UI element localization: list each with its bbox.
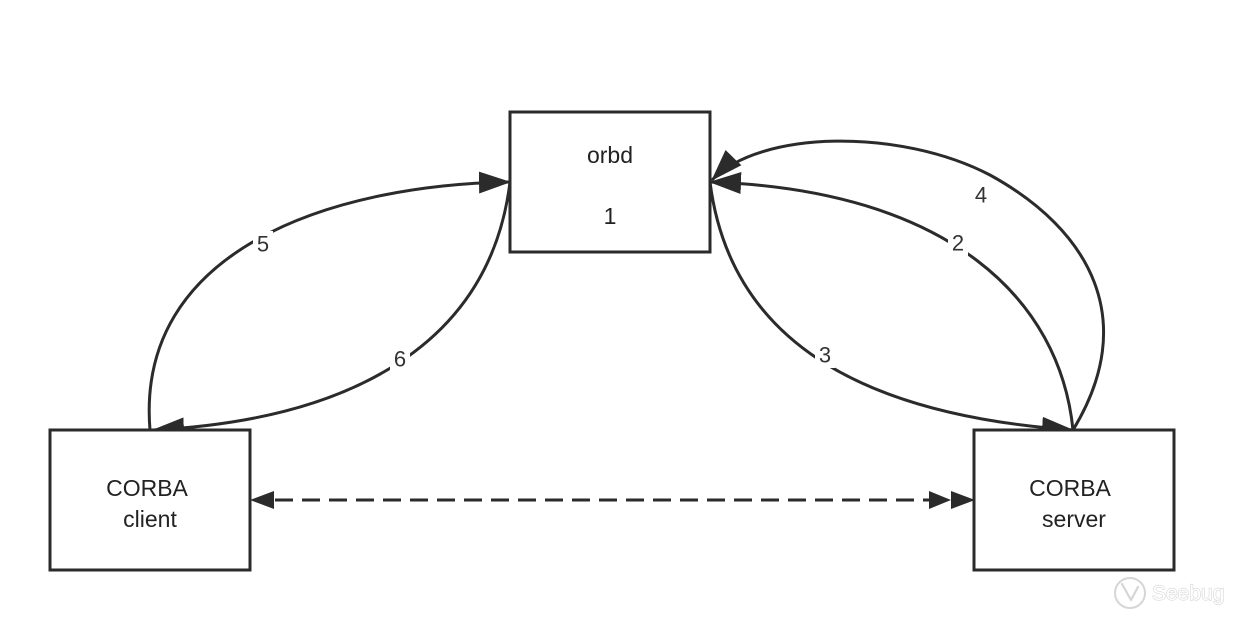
edge-5-client-to-orbd [147,171,511,431]
edge-label-2-group: 2 [948,230,968,256]
edge-label-2: 2 [952,231,964,256]
dashed-arrowhead-right [951,491,975,509]
edge-label-4: 4 [975,183,987,208]
node-client-line-2: client [123,506,177,532]
edge-6-orbd-to-client [152,181,512,440]
edge-label-6-group: 6 [390,346,410,372]
edge-label-6: 6 [394,347,406,372]
node-corba-server: CORBA server [972,428,1176,572]
edge-label-5-group: 5 [253,231,273,257]
node-client-box [48,428,252,572]
node-orbd-box [508,110,712,254]
node-server-line-1: CORBA [1029,475,1111,501]
edge-label-5: 5 [257,232,269,257]
seebug-logo-icon [1114,577,1146,609]
edge-2-server-to-orbd [709,172,1075,431]
edge-label-4-group: 4 [971,182,991,208]
dashed-arrowhead-left [250,491,274,509]
node-server-line-2: server [1042,506,1106,532]
node-orbd-line-1: orbd [587,142,633,168]
node-orbd-line-2: 1 [604,203,617,229]
edge-label-3-group: 3 [815,342,835,368]
watermark-text: Seebug [1152,582,1224,605]
edge-3-orbd-to-server [708,181,1074,439]
node-orbd: orbd 1 [508,110,712,254]
edge-4-server-to-orbd [710,139,1106,431]
edge-label-3: 3 [819,343,831,368]
seebug-watermark: Seebug [1114,577,1225,609]
node-client-line-1: CORBA [106,475,188,501]
node-corba-client: CORBA client [48,428,252,572]
node-server-box [972,428,1176,572]
